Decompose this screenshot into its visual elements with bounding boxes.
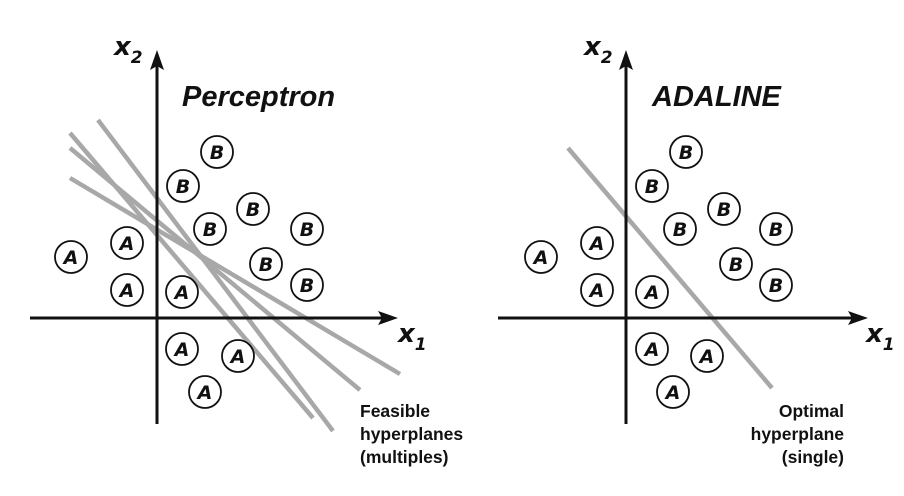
data-point-class-b: B bbox=[669, 135, 703, 169]
data-point-class-a: A bbox=[524, 240, 558, 274]
x1-axis-label: x1 bbox=[864, 319, 895, 355]
optimal-hyperplane bbox=[566, 146, 774, 390]
perceptron-points: A A A A A A A B B B B B B B bbox=[54, 135, 324, 409]
point-label: B bbox=[259, 254, 273, 276]
x2-axis-arrow-icon bbox=[619, 50, 633, 70]
point-label: A bbox=[643, 339, 660, 361]
adaline-panel: x2 x1 ADALINE A A A A A A A B B B B B B … bbox=[498, 32, 895, 467]
point-label: B bbox=[203, 219, 217, 241]
point-label: B bbox=[729, 254, 743, 276]
point-label: B bbox=[679, 142, 693, 164]
point-label: A bbox=[62, 247, 79, 269]
caption-line-3: (multiples) bbox=[360, 447, 448, 467]
point-label: A bbox=[588, 233, 605, 255]
data-point-class-a: A bbox=[165, 332, 199, 366]
data-point-class-a: A bbox=[165, 275, 199, 309]
caption-line-1: Feasible bbox=[360, 401, 430, 421]
data-point-class-b: B bbox=[249, 247, 283, 281]
caption-line-2: hyperplane bbox=[751, 424, 845, 444]
data-point-class-a: A bbox=[188, 375, 222, 409]
point-label: A bbox=[664, 382, 681, 404]
data-point-class-b: B bbox=[290, 268, 324, 302]
point-label: B bbox=[246, 199, 260, 221]
x2-axis-label: x2 bbox=[112, 32, 143, 68]
point-label: B bbox=[645, 176, 659, 198]
feasible-hyperplane-1 bbox=[96, 118, 335, 433]
adaline-axes bbox=[498, 50, 868, 424]
point-label: A bbox=[196, 382, 213, 404]
x2-axis-label: x2 bbox=[582, 32, 613, 68]
data-point-class-a: A bbox=[110, 273, 144, 307]
point-label: A bbox=[229, 346, 246, 368]
perceptron-caption: Feasible hyperplanes (multiples) bbox=[360, 401, 463, 467]
x1-axis-arrow-icon bbox=[848, 311, 868, 325]
point-label: A bbox=[643, 282, 660, 304]
feasible-hyperplane-3 bbox=[68, 176, 402, 376]
data-point-class-b: B bbox=[290, 212, 324, 246]
point-label: A bbox=[173, 282, 190, 304]
perceptron-axes bbox=[30, 50, 398, 424]
point-label: A bbox=[173, 339, 190, 361]
x2-axis-arrow-icon bbox=[150, 50, 164, 70]
feasible-hyperplane-4 bbox=[68, 131, 315, 420]
perceptron-title: Perceptron bbox=[182, 81, 335, 113]
data-point-class-a: A bbox=[580, 273, 614, 307]
point-label: A bbox=[532, 247, 549, 269]
data-point-class-a: A bbox=[221, 339, 255, 373]
adaline-caption: Optimal hyperplane (single) bbox=[751, 401, 845, 467]
point-label: A bbox=[118, 280, 135, 302]
point-label: B bbox=[673, 219, 687, 241]
data-point-class-a: A bbox=[690, 339, 724, 373]
x1-axis-label: x1 bbox=[396, 319, 427, 355]
point-label: B bbox=[210, 142, 224, 164]
point-label: B bbox=[300, 219, 314, 241]
feasible-hyperplanes bbox=[68, 118, 402, 433]
point-label: B bbox=[769, 219, 783, 241]
point-label: B bbox=[717, 199, 731, 221]
data-point-class-a: A bbox=[110, 226, 144, 260]
data-point-class-b: B bbox=[663, 212, 697, 246]
data-point-class-a: A bbox=[635, 275, 669, 309]
point-label: B bbox=[176, 176, 190, 198]
data-point-class-a: A bbox=[656, 375, 690, 409]
data-point-class-b: B bbox=[166, 169, 200, 203]
point-label: B bbox=[300, 275, 314, 297]
point-label: B bbox=[769, 275, 783, 297]
data-point-class-a: A bbox=[635, 332, 669, 366]
adaline-points: A A A A A A A B B B B B B B bbox=[524, 135, 793, 409]
data-point-class-b: B bbox=[759, 268, 793, 302]
data-point-class-b: B bbox=[236, 192, 270, 226]
adaline-title: ADALINE bbox=[651, 81, 783, 113]
caption-line-2: hyperplanes bbox=[360, 424, 463, 444]
point-label: A bbox=[588, 280, 605, 302]
x1-axis-arrow-icon bbox=[378, 311, 398, 325]
point-label: A bbox=[698, 346, 715, 368]
data-point-class-b: B bbox=[759, 212, 793, 246]
data-point-class-b: B bbox=[707, 192, 741, 226]
perceptron-panel: x2 x1 Perceptron A A A A A A A B B B B B… bbox=[30, 32, 463, 467]
data-point-class-b: B bbox=[635, 169, 669, 203]
caption-line-3: (single) bbox=[782, 447, 844, 467]
data-point-class-b: B bbox=[193, 212, 227, 246]
data-point-class-b: B bbox=[719, 247, 753, 281]
caption-line-1: Optimal bbox=[779, 401, 844, 421]
data-point-class-a: A bbox=[54, 240, 88, 274]
data-point-class-a: A bbox=[580, 226, 614, 260]
data-point-class-b: B bbox=[200, 135, 234, 169]
point-label: A bbox=[118, 233, 135, 255]
